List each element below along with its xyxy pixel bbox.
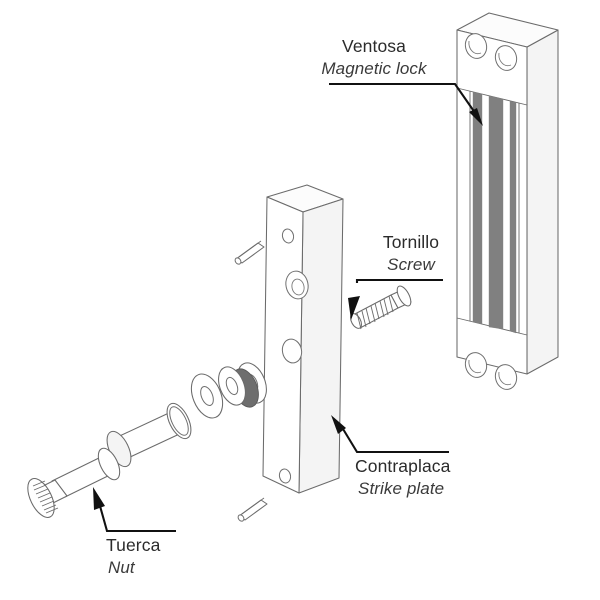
part-washer-dark [218,366,259,408]
label-tuerca-en: Nut [108,558,136,577]
nut-knurl-lines [32,480,59,514]
part-strike-plate [262,184,344,494]
leader-tornillo [355,278,443,283]
strike-plate-hole-top [281,228,295,244]
magnetic-lock-hole-top-left [464,33,488,59]
magnetic-lock-magnet-stripes [472,91,517,334]
part-pin-lower [237,497,268,522]
arrowhead-tuerca [93,487,105,510]
part-washer-large-1 [190,373,224,419]
label-contraplaca-en: Strike plate [358,479,444,498]
strike-plate-hole-center-upper [285,270,309,300]
label-tornillo-en: Screw [387,255,436,274]
leader-tuerca [98,505,176,533]
label-contraplaca-es: Contraplaca [355,456,451,476]
magnetic-lock-side-face [526,29,559,375]
magnetic-lock-hole-top-right [494,45,518,71]
screw-thread-lines [356,295,394,330]
part-nut [27,447,121,518]
labels: Ventosa Magnetic lock Tornillo Screw Con… [106,36,451,577]
leader-lines [93,82,483,533]
strike-plate-hole-bottom [278,468,292,484]
leader-ventosa [329,82,481,121]
label-ventosa-en: Magnetic lock [321,59,428,78]
part-magnetic-lock [456,12,559,390]
magnetic-lock-hole-bottom-left [464,352,488,378]
leader-contraplaca [339,423,449,454]
arrowhead-ventosa [469,108,483,126]
label-tuerca-es: Tuerca [106,535,161,555]
arrowhead-tornillo [348,296,360,320]
strike-plate-hole-center-lower [281,338,303,364]
part-pin-upper [234,240,265,265]
label-ventosa-es: Ventosa [342,36,406,56]
part-sleeve [106,402,192,468]
arrowhead-contraplaca [331,415,346,434]
strike-plate-right-face [298,198,344,494]
part-screw [350,285,412,330]
magnetic-lock-hole-bottom-right [494,364,518,390]
label-tornillo-es: Tornillo [383,232,439,252]
